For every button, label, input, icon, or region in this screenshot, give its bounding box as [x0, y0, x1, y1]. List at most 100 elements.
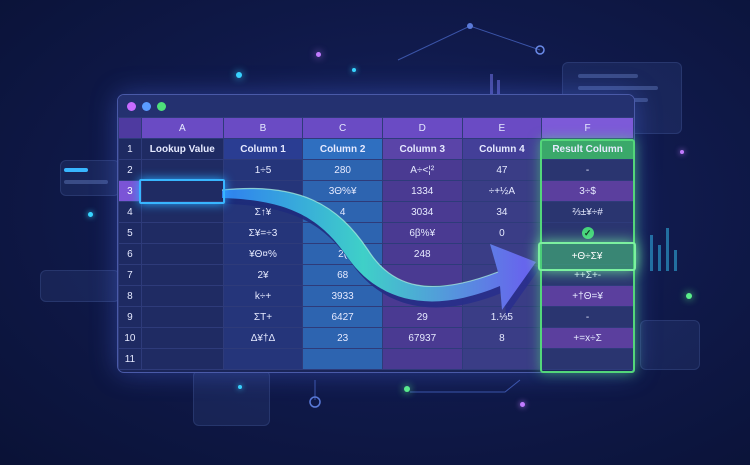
cell[interactable]: 2( [302, 243, 383, 265]
cell[interactable]: 1÷5 [222, 159, 304, 181]
cell[interactable] [140, 348, 224, 370]
row-number[interactable]: 2 [118, 159, 142, 181]
header-column-4[interactable]: Column 4 [461, 138, 543, 160]
row-number[interactable]: 6 [118, 243, 142, 265]
glow-dot [88, 212, 93, 217]
column-header-f[interactable]: F [541, 117, 634, 139]
header-column-2[interactable]: Column 2 [302, 138, 383, 160]
row-number[interactable]: 4 [118, 201, 142, 223]
row-number[interactable]: 5 [118, 222, 142, 244]
cell[interactable]: 280 [302, 159, 383, 181]
header-column-1[interactable]: Column 1 [222, 138, 304, 160]
cell[interactable]: 1.⅓5 [461, 306, 543, 328]
cell[interactable]: 29 [381, 306, 463, 328]
cell[interactable]: 6β%¥ [381, 222, 463, 244]
glow-dot [352, 68, 356, 72]
cell[interactable]: 3933 [302, 285, 383, 307]
cell[interactable]: 1334 [381, 180, 463, 202]
cell[interactable]: ¥Θ¤% [222, 243, 304, 265]
glow-dot [404, 386, 410, 392]
cell[interactable]: A÷<¦² [381, 159, 463, 181]
cell[interactable] [461, 264, 543, 286]
cell[interactable]: 248 [381, 243, 463, 265]
cell[interactable] [461, 348, 543, 370]
cell[interactable]: 47 [461, 159, 543, 181]
result-cell-check[interactable]: ✓ [541, 222, 634, 244]
window-dot-icon[interactable] [142, 101, 151, 111]
cell[interactable] [140, 306, 224, 328]
cell[interactable] [140, 285, 224, 307]
column-header-c[interactable]: C [302, 117, 383, 139]
cell[interactable] [140, 243, 224, 265]
background-line [64, 168, 88, 172]
cell[interactable] [381, 285, 463, 307]
corner-cell[interactable] [118, 117, 142, 139]
column-header-e[interactable]: E [461, 117, 543, 139]
cell[interactable] [461, 285, 543, 307]
row-number[interactable]: 8 [118, 285, 142, 307]
cell[interactable] [140, 222, 224, 244]
column-header-d[interactable]: D [381, 117, 463, 139]
row-number[interactable]: 1 [118, 138, 142, 160]
cell[interactable] [140, 327, 224, 349]
cell[interactable]: 4 [302, 201, 383, 223]
result-cell[interactable]: +†Θ=¥ [541, 285, 634, 307]
cell[interactable]: Σ↑¥ [222, 201, 304, 223]
cell[interactable] [222, 180, 304, 202]
background-panel-bottom-right [640, 320, 700, 370]
cell[interactable]: 2¥ [222, 264, 304, 286]
cell[interactable]: 3Θ%¥ [302, 180, 383, 202]
result-cell[interactable] [541, 348, 634, 370]
result-cell[interactable]: - [541, 159, 634, 181]
header-lookup-value[interactable]: Lookup Value [140, 138, 224, 160]
result-cell-highlighted[interactable]: +Θ÷Σ¥ [538, 242, 636, 271]
cell[interactable]: 6427 [302, 306, 383, 328]
cell[interactable] [140, 201, 224, 223]
background-line [578, 74, 638, 78]
cell[interactable] [381, 348, 463, 370]
cell[interactable] [222, 348, 304, 370]
cell[interactable] [461, 243, 543, 265]
column-header-a[interactable]: A [140, 117, 224, 139]
cell[interactable] [381, 264, 463, 286]
column-header-row: A B C D E F [118, 117, 634, 139]
table-row: 2 1÷5 280 A÷<¦² 47 - [118, 159, 634, 181]
row-number[interactable]: 11 [118, 348, 142, 370]
cell[interactable]: ΣT+ [222, 306, 304, 328]
row-number-active[interactable]: 3 [118, 180, 142, 202]
window-dot-icon[interactable] [157, 101, 166, 111]
header-column-3[interactable]: Column 3 [381, 138, 463, 160]
cell[interactable]: k÷+ [222, 285, 304, 307]
cell[interactable]: 0 [461, 222, 543, 244]
row-number[interactable]: 10 [118, 327, 142, 349]
glow-dot [680, 150, 684, 154]
background-line [578, 86, 658, 90]
table-row: 11 [118, 348, 634, 370]
column-header-b[interactable]: B [222, 117, 304, 139]
background-line [64, 180, 108, 184]
window-dot-icon[interactable] [127, 101, 136, 111]
table-row: 10 Δ¥†Δ 23 67937 8 +=x÷Σ [118, 327, 634, 349]
cell[interactable]: 34 [461, 201, 543, 223]
row-number[interactable]: 9 [118, 306, 142, 328]
row-number[interactable]: 7 [118, 264, 142, 286]
cell[interactable] [140, 159, 224, 181]
cell[interactable]: 3034 [381, 201, 463, 223]
background-panel-left [60, 160, 120, 196]
cell[interactable]: 8 [461, 327, 543, 349]
cell[interactable] [302, 222, 383, 244]
cell[interactable]: Δ¥†Δ [222, 327, 304, 349]
glow-dot [520, 402, 525, 407]
selected-cell-a3[interactable] [139, 179, 225, 204]
cell[interactable]: ÷+½A [461, 180, 543, 202]
table-row: 1 Lookup Value Column 1 Column 2 Column … [118, 138, 634, 160]
cell[interactable]: 67937 [381, 327, 463, 349]
background-panel-left-low [40, 270, 120, 302]
cell[interactable]: Σ¥=÷3 [222, 222, 304, 244]
glow-dot [238, 385, 242, 389]
result-cell[interactable]: ⅔±¥÷# [541, 201, 634, 223]
cell[interactable]: 23 [302, 327, 383, 349]
cell[interactable] [302, 348, 383, 370]
cell[interactable] [140, 264, 224, 286]
cell[interactable]: 68 [302, 264, 383, 286]
